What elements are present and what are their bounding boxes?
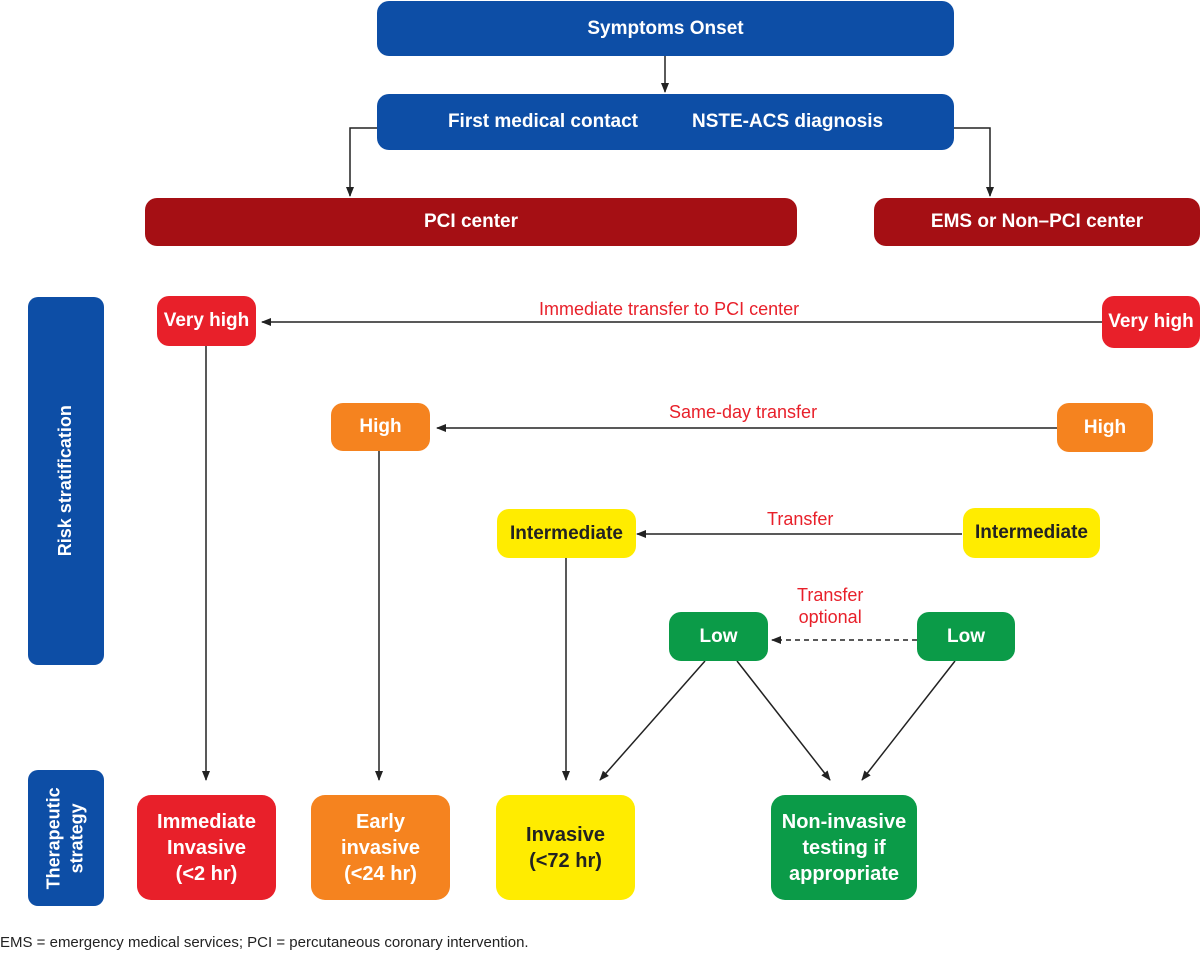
arrow-low-to-invasive (599, 660, 706, 781)
first-contact-box: First medical contact NSTE-ACS diagnosis (377, 94, 954, 150)
therapeutic-strategy-side: Therapeutic strategy (28, 770, 104, 906)
noninvasive-testing-box: Non-invasive testing if appropriate (771, 795, 917, 900)
pci-center-label: PCI center (424, 211, 518, 233)
risk-stratification-side: Risk stratification (28, 297, 104, 665)
transfer-label: Transfer (767, 509, 834, 529)
pci-low-box: Low (669, 612, 768, 661)
ems-low-box: Low (917, 612, 1015, 661)
arrow-contact-to-ems (954, 127, 994, 197)
pci-very-high-box: Very high (157, 296, 256, 346)
pci-center-bar: PCI center (145, 198, 797, 246)
arrow-contact-to-pci (346, 127, 377, 197)
immediate-invasive-box: Immediate Invasive (<2 hr) (137, 795, 276, 900)
ems-center-bar: EMS or Non–PCI center (874, 198, 1200, 246)
therapeutic-strategy-label: Therapeutic strategy (43, 786, 87, 890)
risk-stratification-label: Risk stratification (55, 405, 76, 557)
pci-high-box: High (331, 403, 430, 451)
early-invasive-box: Early invasive (<24 hr) (311, 795, 450, 900)
symptoms-onset-label: Symptoms Onset (587, 17, 744, 39)
ems-very-high-box: Very high (1102, 296, 1200, 348)
footnote: EMS = emergency medical services; PCI = … (0, 934, 529, 951)
symptoms-onset-box: Symptoms Onset (377, 1, 954, 56)
ems-intermediate-box: Intermediate (963, 508, 1100, 558)
ems-high-box: High (1057, 403, 1153, 452)
invasive-box: Invasive (<72 hr) (496, 795, 635, 900)
arrow-low-to-noninvasive (736, 660, 831, 781)
pci-intermediate-box: Intermediate (497, 509, 636, 558)
first-contact-label: First medical contact (447, 111, 638, 133)
same-day-transfer-label: Same-day transfer (669, 402, 818, 422)
diagnosis-label: NSTE-ACS diagnosis (692, 111, 884, 133)
ems-center-label: EMS or Non–PCI center (930, 211, 1144, 233)
immediate-transfer-label: Immediate transfer to PCI center (539, 299, 800, 319)
transfer-optional-label: Transfer optional (797, 585, 864, 627)
arrow-ems-low-to-noninvasive (861, 660, 956, 781)
